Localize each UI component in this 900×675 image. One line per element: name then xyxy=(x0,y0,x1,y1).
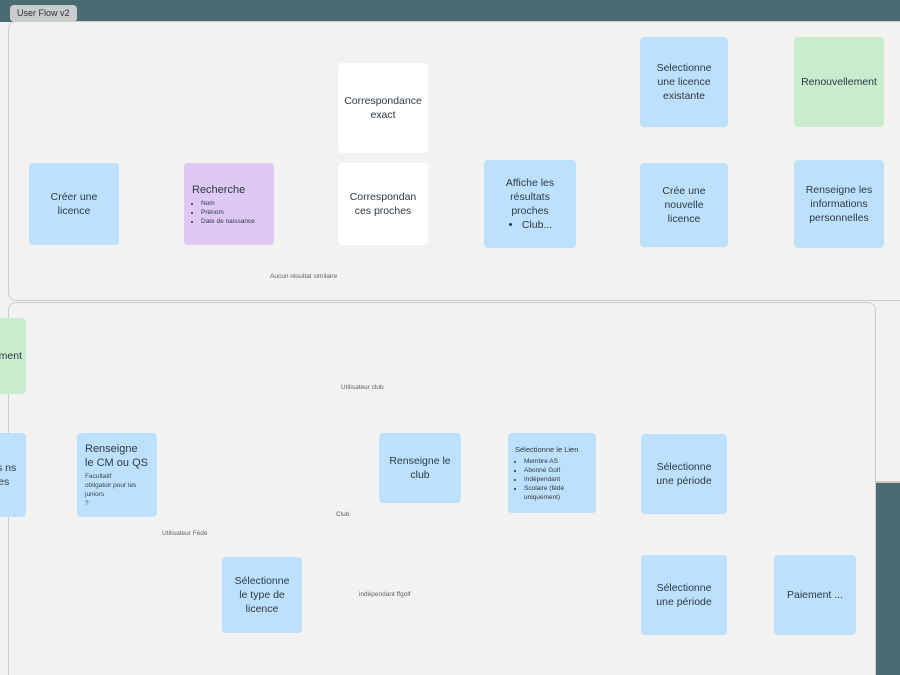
node-label: Renouvellement xyxy=(801,76,877,88)
node-selectionne-une-periode-top[interactable]: Sélectionne une période xyxy=(641,434,727,514)
node-renseigne-informations-personnelles[interactable]: Renseigne les informations personnelles xyxy=(794,160,884,248)
node-selectionne-licence-existante[interactable]: Selectionne une licence existante xyxy=(640,37,728,127)
node-affiche-resultats-proches[interactable]: Affiche les résultats proches Club... xyxy=(484,160,576,248)
edge-label-aucun-resultat-similaire: Aucun résultat similaire xyxy=(266,272,342,281)
node-renouvellement-offscreen[interactable]: ment xyxy=(0,318,26,394)
node-label: Paiement ... xyxy=(786,589,844,601)
node-label: Crée une nouvelle licence xyxy=(662,185,706,225)
edge-label-club: Club xyxy=(332,510,354,519)
edge-label-utilisateur-club: Utilisateur club xyxy=(337,383,388,392)
node-label: Sélectionne le type de licence xyxy=(234,575,290,615)
node-label: ment xyxy=(0,350,22,362)
node-renouvellement[interactable]: Renouvellement xyxy=(794,37,884,127)
frame-tab-label[interactable]: User Flow v2 xyxy=(10,5,77,22)
node-bullet-list: Membre AS Abonné Golf Indépendant Scolai… xyxy=(524,457,589,502)
list-item: Club... xyxy=(522,218,552,232)
list-item: Date de naissance xyxy=(201,217,266,226)
node-label: Créer une licence xyxy=(50,191,98,217)
list-item: Membre AS xyxy=(524,457,589,466)
node-bullet-list: Club... xyxy=(522,218,552,232)
node-bullet-list: Nom Prénom Date de naissance xyxy=(201,199,266,226)
node-paiement[interactable]: Paiement ... xyxy=(774,555,856,635)
node-label: Renseigne le club xyxy=(389,455,451,481)
node-correspondances-proches[interactable]: Correspondan ces proches xyxy=(338,163,428,245)
frame-user-flow-top[interactable] xyxy=(8,21,900,301)
node-label: Sélectionne une période xyxy=(656,582,712,608)
node-correspondance-exact[interactable]: Correspondance exact xyxy=(338,63,428,153)
node-label: Renseigne les informations personnelles xyxy=(805,184,873,224)
node-creer-une-licence[interactable]: Créer une licence xyxy=(29,163,119,245)
node-recherche[interactable]: Recherche Nom Prénom Date de naissance xyxy=(184,163,274,245)
list-item: Abonné Golf xyxy=(524,466,589,475)
node-selectionne-une-periode-bottom[interactable]: Sélectionne une période xyxy=(641,555,727,635)
node-subtext: Facultatif obligatoir pour les juniors ? xyxy=(85,473,137,507)
node-renseigne-infos-offscreen[interactable]: les ns les xyxy=(0,433,26,517)
right-side-panel xyxy=(874,483,900,675)
list-item: Indépendant xyxy=(524,475,589,484)
node-label: Correspondan ces proches xyxy=(349,191,417,217)
node-label: Correspondance exact xyxy=(344,95,422,121)
right-panel-edge xyxy=(874,481,900,483)
edge-label-independant-ffgolf: indépendant ffgolf xyxy=(355,590,415,599)
node-selectionne-le-lien[interactable]: Sélectionne le Lien Membre AS Abonné Gol… xyxy=(508,433,596,513)
edge-label-utilisateur-fede: Utilisateur Fédé xyxy=(158,529,212,538)
node-renseigne-le-club[interactable]: Renseigne le club xyxy=(379,433,461,503)
list-item: Prénom xyxy=(201,208,266,217)
node-label: Recherche xyxy=(192,183,246,196)
node-label: les ns les xyxy=(0,462,17,488)
node-label: Sélectionne le Lien xyxy=(515,444,579,454)
node-label: Affiche les résultats proches xyxy=(505,177,555,217)
node-cree-nouvelle-licence[interactable]: Crée une nouvelle licence xyxy=(640,163,728,247)
node-label: Renseigne le CM ou QS xyxy=(85,443,148,469)
node-label: Sélectionne une période xyxy=(656,461,712,487)
list-item: Nom xyxy=(201,199,266,208)
node-label: Selectionne une licence existante xyxy=(656,62,712,102)
node-renseigne-cm-ou-qs[interactable]: Renseigne le CM ou QS Facultatif obligat… xyxy=(77,433,157,517)
list-item: Scolaire (fédé uniquement) xyxy=(524,484,589,502)
node-selectionne-type-de-licence[interactable]: Sélectionne le type de licence xyxy=(222,557,302,633)
top-chrome-bar xyxy=(0,0,900,22)
